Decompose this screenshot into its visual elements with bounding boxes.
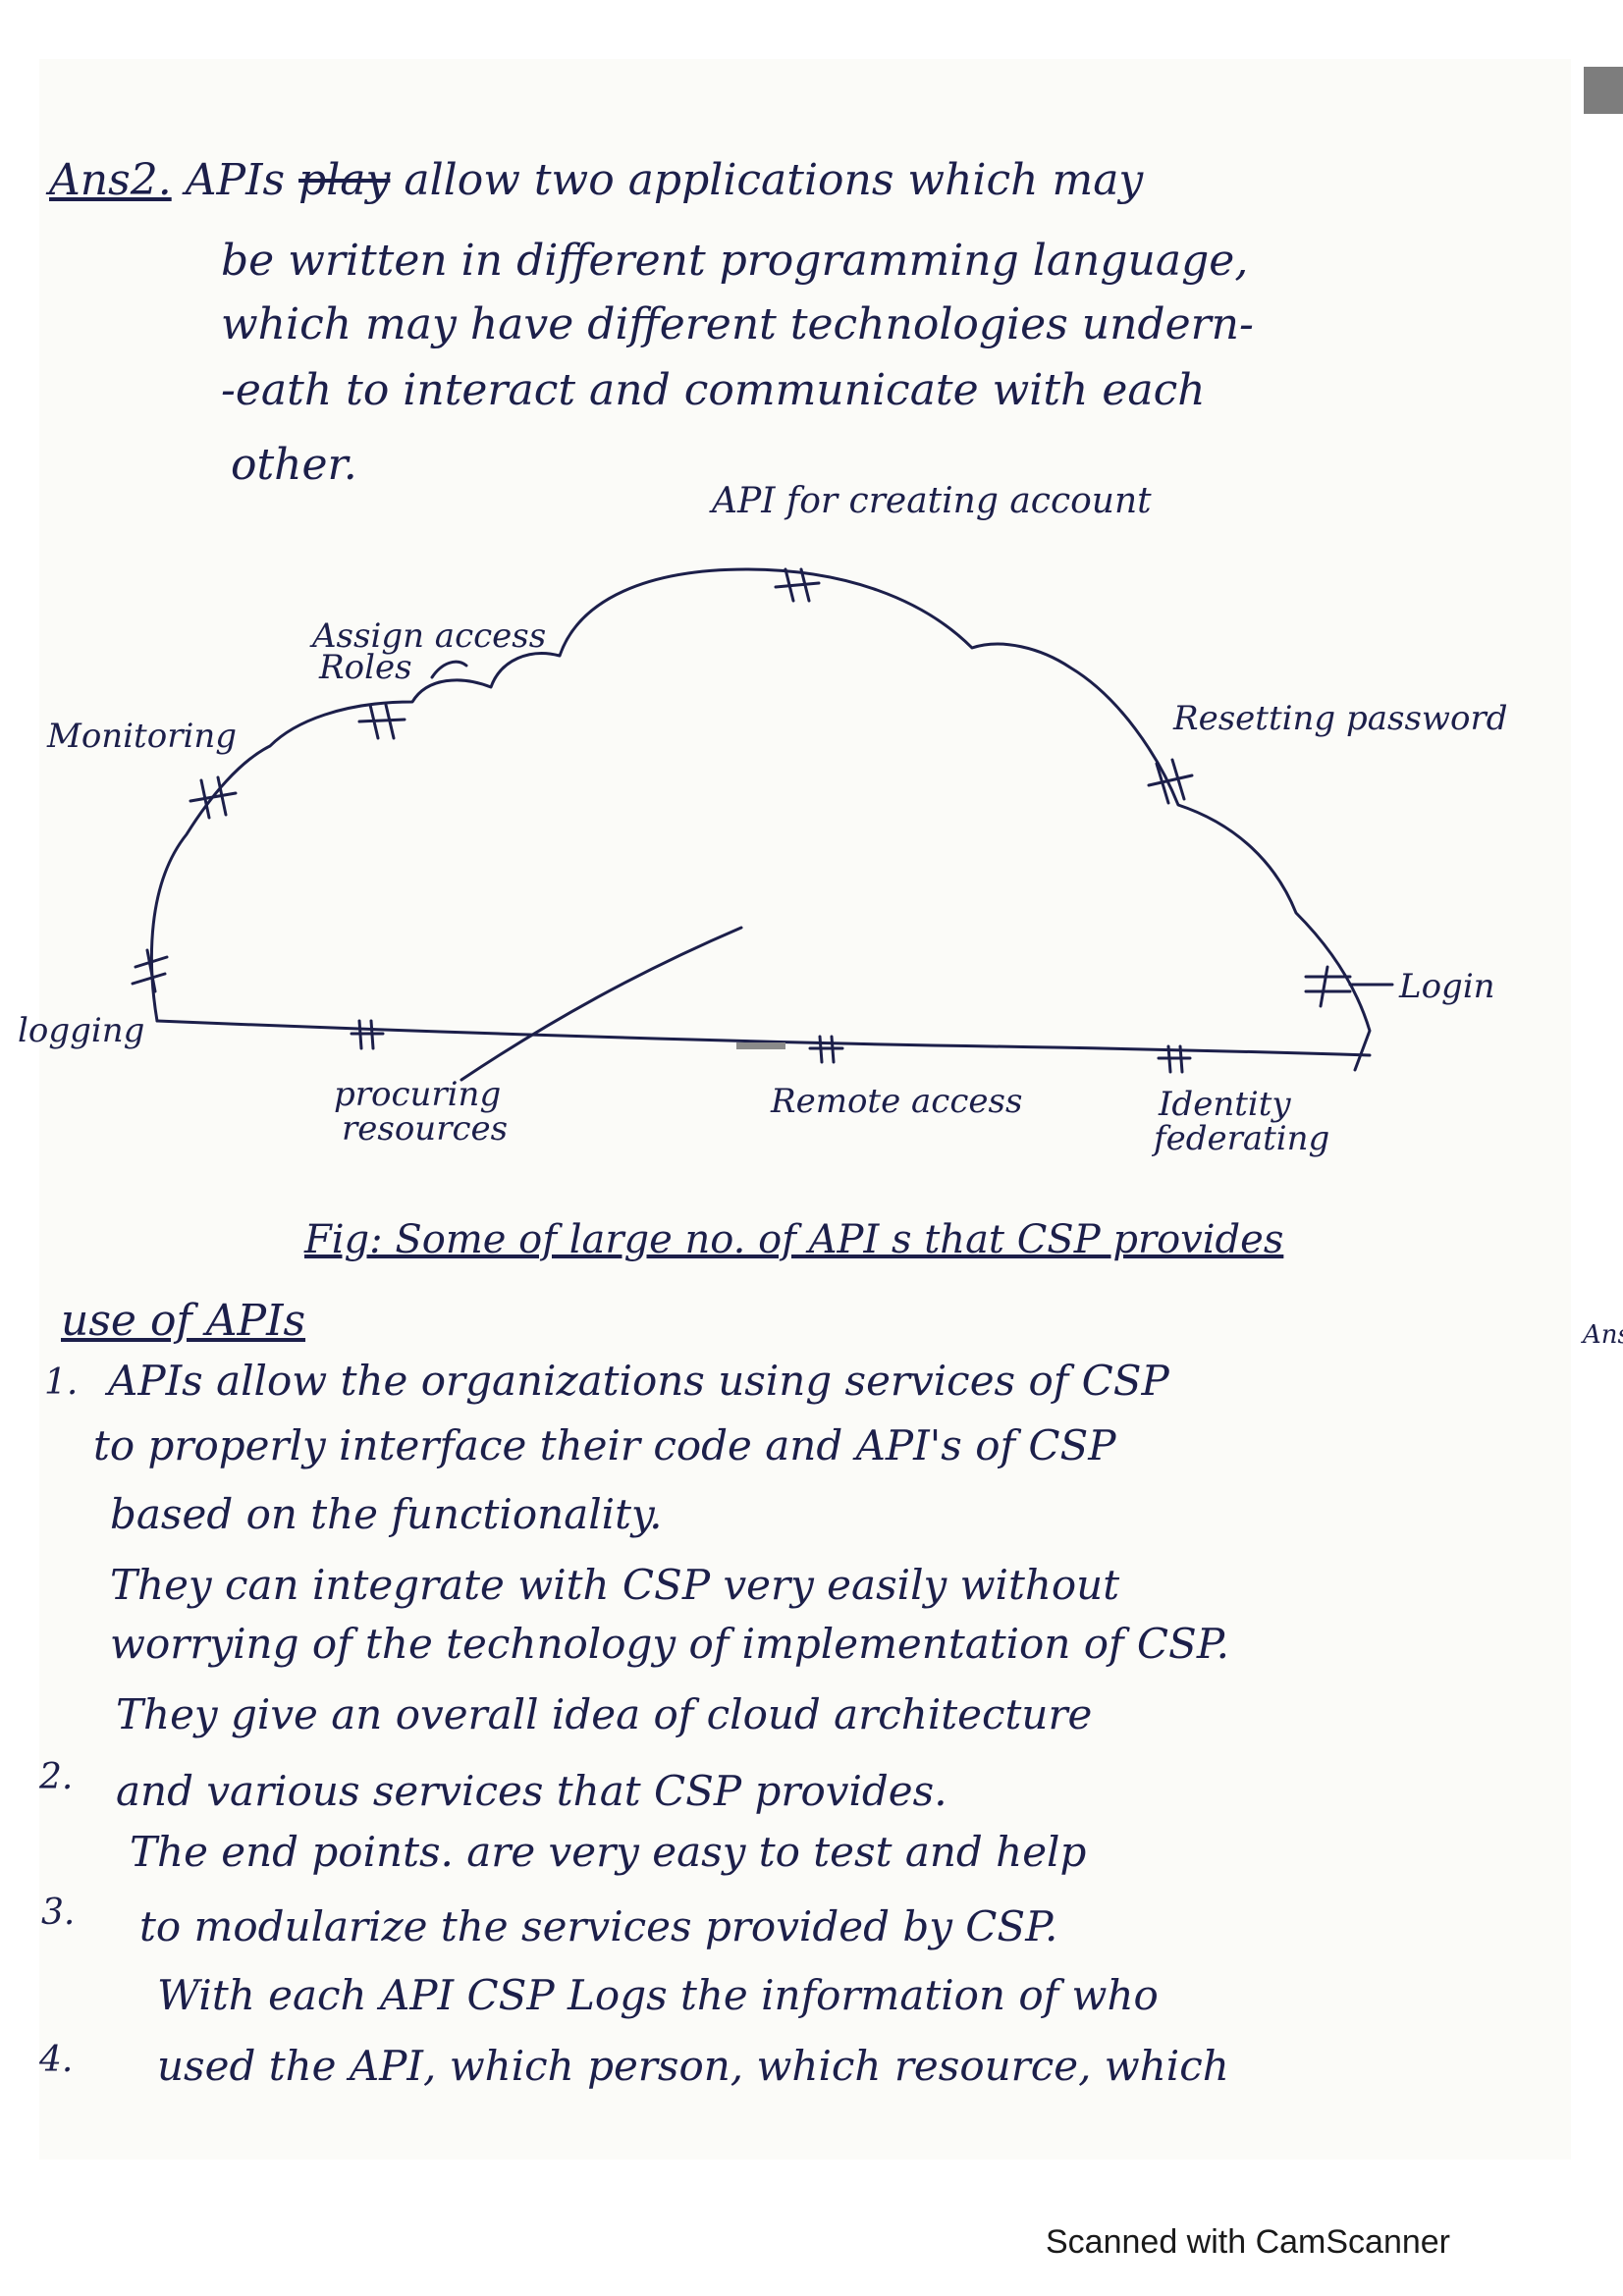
item-3-number: 3.: [41, 1893, 76, 1933]
base-smudge: [736, 1042, 785, 1049]
answer-line-1-post: allow two applications which may: [404, 155, 1144, 205]
item-1-line-5: worrying of the technology of implementa…: [110, 1620, 1229, 1668]
answer-heading: Ans2.: [49, 155, 172, 205]
answer-line-1: Ans2. APIs play allow two applications w…: [49, 155, 1143, 205]
item-2-line-1: They give an overall idea of cloud archi…: [116, 1690, 1093, 1738]
label-identity: Identity: [1159, 1085, 1291, 1124]
tick-roles: [357, 703, 406, 740]
label-federating: federating: [1154, 1119, 1330, 1158]
label-procuring: procuring: [334, 1075, 502, 1114]
cloud-inner-curve: [460, 926, 743, 1082]
item-3-line-1: The end points. are very easy to test an…: [130, 1828, 1087, 1876]
cloud-base-line: [155, 1019, 1372, 1057]
tick-top: [774, 567, 821, 603]
answer-line-2: be written in different programming lang…: [221, 236, 1249, 286]
tick-procuring: [350, 1019, 385, 1050]
label-resetting-password: Resetting password: [1173, 699, 1508, 738]
item-2-line-2: and various services that CSP provides.: [116, 1767, 947, 1815]
item-1-line-3: based on the functionality.: [110, 1490, 663, 1538]
item-1-line-1: APIs allow the organizations using servi…: [108, 1357, 1169, 1405]
item-1-line-2: to properly interface their code and API…: [93, 1421, 1116, 1469]
scanned-page: [39, 59, 1571, 2160]
item-1-line-4: They can integrate with CSP very easily …: [110, 1561, 1120, 1609]
scanner-watermark: Scanned with CamScanner: [1046, 2223, 1451, 2261]
item-2-number: 2.: [39, 1757, 74, 1797]
answer-line-1-pre: APIs: [185, 155, 286, 205]
answer-line-4: -eath to interact and communicate with e…: [221, 365, 1206, 415]
label-roles: Roles: [319, 648, 412, 687]
diagram-title: API for creating account: [712, 481, 1152, 521]
tick-identity: [1157, 1044, 1192, 1074]
roles-connector: [430, 660, 468, 679]
tick-resetting: [1147, 758, 1194, 805]
item-3-line-2: to modularize the services provided by C…: [139, 1902, 1058, 1950]
item-1-number: 1.: [44, 1362, 79, 1403]
answer-struck-word: play: [298, 155, 391, 205]
uses-heading: use of APIs: [61, 1296, 306, 1346]
tick-logging: [131, 948, 169, 993]
tick-monitoring: [189, 775, 238, 820]
label-monitoring: Monitoring: [47, 717, 237, 756]
cloud-diagram: [131, 567, 1394, 1082]
figure-caption: Fig: Some of large no. of API s that CSP…: [304, 1217, 1284, 1262]
margin-mark: Ans: [1583, 1320, 1623, 1350]
item-4-line-1: With each API CSP Logs the information o…: [157, 1971, 1159, 2019]
tick-login: [1304, 965, 1394, 1008]
label-logging: logging: [18, 1011, 145, 1050]
item-4-number: 4.: [39, 2040, 74, 2080]
label-remote-access: Remote access: [771, 1082, 1023, 1121]
label-resources: resources: [342, 1109, 509, 1148]
label-login: Login: [1399, 967, 1495, 1006]
answer-line-3: which may have different technologies un…: [221, 299, 1254, 349]
answer-line-5: other.: [231, 440, 357, 490]
page-corner-tab: [1584, 67, 1623, 114]
cloud-outline: [149, 567, 1372, 1072]
item-4-line-2: used the API, which person, which resour…: [157, 2042, 1229, 2090]
tick-remote: [808, 1035, 844, 1064]
label-assign-access: Assign access: [312, 616, 547, 656]
